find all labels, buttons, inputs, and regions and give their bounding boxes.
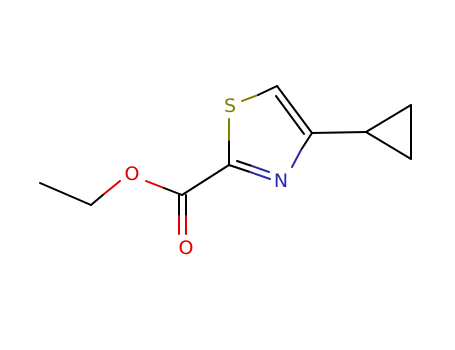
bond-c5-c4-outer	[276, 85, 313, 134]
bond-c4-cyclopropyl	[311, 131, 367, 134]
bond-n-c2-inner-black	[236, 160, 253, 167]
bond-o-carbonyl-red	[145, 180, 165, 189]
bond-cp-1	[365, 104, 412, 133]
bond-n-c2-outer-blue	[249, 171, 271, 180]
sulfur-atom-label: S	[224, 95, 236, 117]
bond-ch2-o-red	[103, 180, 121, 195]
bond-ch2-o-black	[90, 193, 105, 206]
carbonyl-oxygen-atom-label: O	[179, 237, 194, 259]
bond-cp-3	[365, 131, 412, 160]
bond-carbonyl-c2	[181, 164, 230, 196]
bond-n-c2-inner-blue	[251, 165, 270, 173]
nitrogen-atom-label: N	[274, 170, 288, 192]
bond-c4-n-black	[300, 132, 313, 151]
bond-s-c5-black	[257, 85, 278, 96]
bond-o-carbonyl-black	[163, 187, 183, 196]
bond-s-c5-olive	[241, 94, 259, 102]
bond-n-c2-outer-black	[228, 164, 251, 173]
ester-oxygen-atom-label: O	[125, 163, 140, 185]
bond-c5-c4-inner	[275, 95, 305, 135]
bond-ch3-ch2	[39, 182, 92, 206]
bond-c4-n-blue	[291, 149, 302, 168]
